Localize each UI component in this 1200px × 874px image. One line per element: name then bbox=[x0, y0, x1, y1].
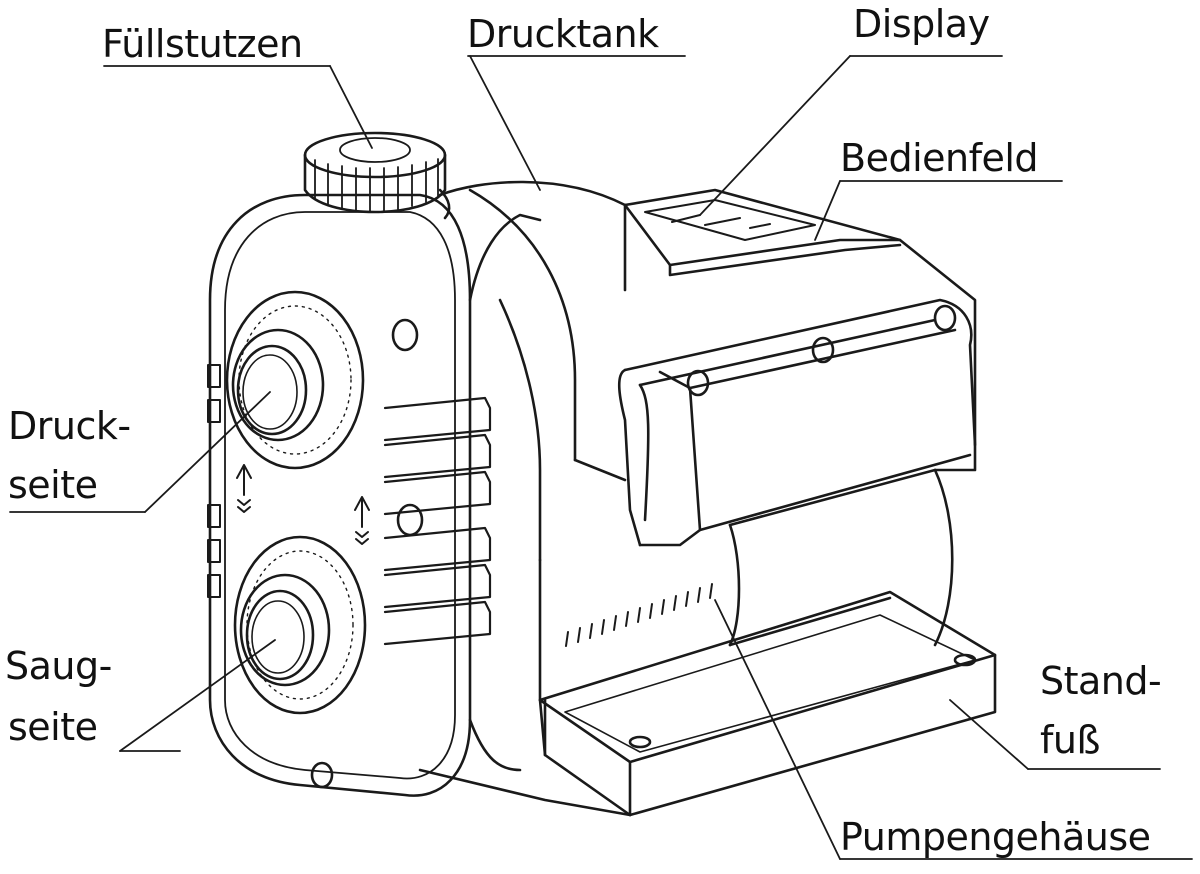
label-saugseite-line2: seite bbox=[8, 705, 98, 749]
control-box bbox=[617, 188, 977, 547]
label-druckseite-line2: seite bbox=[8, 463, 98, 507]
label-saugseite-line1: Saug- bbox=[5, 644, 112, 688]
front-cover bbox=[207, 193, 542, 797]
label-display: Display bbox=[853, 2, 990, 46]
base-foot bbox=[418, 590, 997, 817]
label-pumpengehaeuse: Pumpengehäuse bbox=[840, 815, 1151, 859]
leader-lines bbox=[9, 55, 1193, 860]
label-fuellstutzen: Füllstutzen bbox=[102, 22, 303, 66]
pressure-side-port bbox=[225, 290, 365, 470]
label-bedienfeld: Bedienfeld bbox=[840, 136, 1039, 180]
pump-housing-body bbox=[538, 468, 954, 702]
label-drucktank: Drucktank bbox=[467, 12, 659, 56]
label-standfuss-line2: fuß bbox=[1040, 718, 1100, 762]
suction-side-port bbox=[233, 535, 367, 715]
pressure-tank bbox=[438, 180, 627, 562]
label-standfuss-line1: Stand- bbox=[1040, 659, 1162, 703]
label-druckseite-line1: Druck- bbox=[8, 404, 131, 448]
filler-cap bbox=[303, 131, 451, 220]
